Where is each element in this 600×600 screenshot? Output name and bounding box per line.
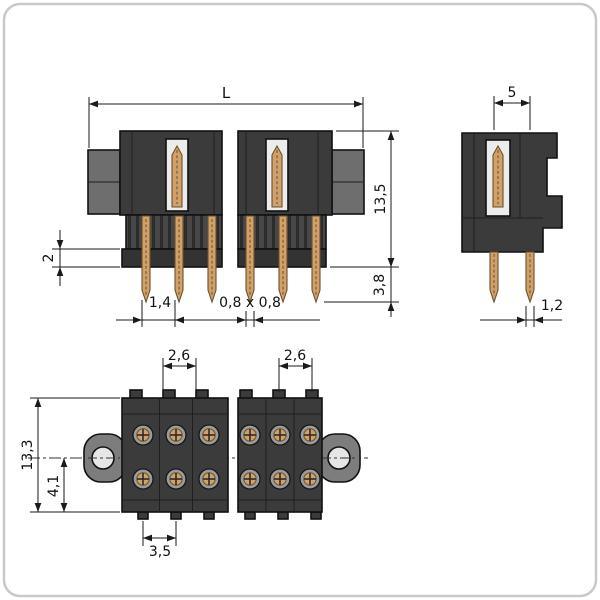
- dim-row-offset: 2: [41, 230, 120, 286]
- solder-contact: [198, 424, 220, 446]
- male-pin-upright: [492, 145, 504, 208]
- solder-pin: [141, 215, 151, 303]
- body-right-half: [237, 397, 323, 513]
- dim-label-overall-length: L: [222, 84, 231, 102]
- male-pin-upright: [171, 145, 183, 208]
- dim-label-tab-spacing-left: 2,6: [168, 348, 190, 364]
- dim-pin-protrusion: 3,8: [324, 252, 399, 317]
- dim-label-hole-offset: 4,1: [46, 475, 62, 497]
- dim-housing-height: 13,5: [330, 130, 399, 268]
- solder-contact: [132, 468, 154, 490]
- solder-pin: [311, 215, 321, 303]
- solder-pin: [174, 215, 184, 303]
- ledge-left: [121, 248, 223, 268]
- dim-label-pin-offset: 1,2: [541, 298, 563, 314]
- solder-contact: [198, 468, 220, 490]
- dim-pin-cross-section: 0,8 x 0,8: [219, 295, 281, 327]
- dim-label-tab-spacing-right: 2,6: [284, 348, 306, 364]
- dim-label-pin-gap: 1,4: [149, 295, 171, 311]
- dim-label-body-width: 13,3: [20, 439, 36, 470]
- dim-label-pin-protrusion: 3,8: [372, 274, 388, 296]
- latch-tab: [277, 511, 289, 520]
- solder-pin: [525, 251, 535, 303]
- dim-tab-spacing-right: 2,6: [278, 348, 313, 392]
- solder-contact: [299, 424, 321, 446]
- latch-tab: [203, 511, 215, 520]
- solder-pin: [245, 215, 255, 303]
- solder-contact: [269, 424, 291, 446]
- latch-tab: [310, 511, 322, 520]
- solder-contact: [239, 424, 261, 446]
- solder-contact: [165, 424, 187, 446]
- solder-contact: [239, 468, 261, 490]
- latch-tab: [170, 511, 182, 520]
- dim-pin-offset: 1,2: [480, 298, 563, 327]
- body-left-half: [121, 397, 229, 513]
- dim-body-width: 13,3: [20, 397, 120, 513]
- dim-label-housing-height: 13,5: [373, 183, 389, 214]
- dim-label-row-spacing: 5: [508, 85, 517, 101]
- dim-pin-pitch: 3,5: [142, 521, 177, 560]
- solder-contact: [165, 468, 187, 490]
- solder-pin: [278, 215, 288, 303]
- solder-contact: [299, 468, 321, 490]
- dim-tab-spacing-left: 2,6: [162, 348, 197, 392]
- bottom-view: 2,6 2,6 13,3 4,1 3,5: [20, 348, 368, 560]
- solder-pin: [207, 215, 217, 303]
- latch-tab: [244, 511, 256, 520]
- solder-contact: [269, 468, 291, 490]
- dim-label-row-offset: 2: [41, 254, 57, 263]
- dim-overall-length: L: [88, 84, 364, 148]
- male-pin-upright: [271, 145, 283, 208]
- end-housing: [461, 132, 563, 253]
- dim-label-pin-cross-section: 0,8 x 0,8: [219, 295, 281, 311]
- dim-hole-offset: 4,1: [46, 458, 68, 512]
- dim-row-spacing: 5: [493, 85, 531, 130]
- solder-contact: [132, 424, 154, 446]
- end-view: 5 1,2: [461, 85, 563, 327]
- dim-label-pin-pitch: 3,5: [149, 544, 171, 560]
- side-view: L 13,5 3,8 2: [41, 84, 399, 327]
- solder-pin: [489, 251, 499, 303]
- dim-pin-gap: 1,4: [116, 295, 320, 327]
- latch-tab: [137, 511, 149, 520]
